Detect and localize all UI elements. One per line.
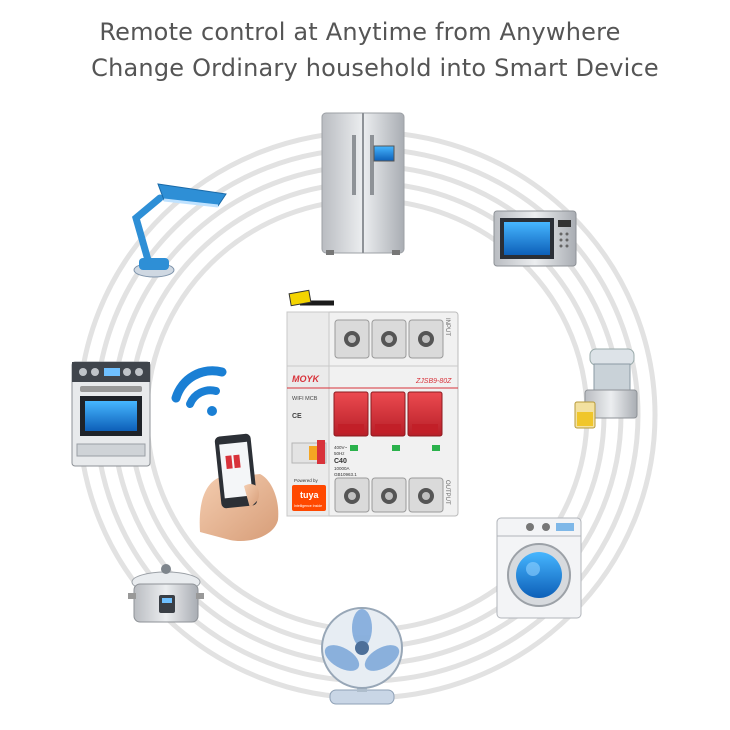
headline-line-2: Change Ordinary household into Smart Dev… (91, 54, 659, 82)
breaker-toggles (333, 391, 443, 437)
model-number: ZJSB9-80Z (415, 378, 452, 385)
standard-code: GB10963.1 (334, 472, 357, 477)
juicer-icon (574, 348, 638, 429)
oven-icon (71, 361, 151, 467)
rating-voltage: 400V~ (334, 445, 348, 450)
phone-in-hand-icon (199, 433, 279, 542)
fridge-icon (321, 112, 405, 255)
rice-cooker-icon (128, 564, 204, 623)
circuit-breaker: MOYK ZJSB9-80Z WIFI MCB CE 400V (286, 289, 459, 517)
wifi-icon (171, 366, 227, 416)
powered-by-text: Powered by (294, 478, 319, 483)
rating-breaking: 10000A (334, 466, 350, 471)
rating-frequency: 50Hz (334, 451, 345, 456)
tuya-badge (292, 485, 326, 511)
output-label: OUTPUT (444, 480, 450, 505)
rating-current: C40 (334, 458, 347, 465)
fan-icon (321, 607, 403, 705)
tuya-tagline: Intelligence Inside (294, 504, 322, 508)
input-label: INPUT (444, 318, 450, 336)
brand-logo: MOYK (292, 374, 321, 384)
microwave-icon (493, 210, 577, 267)
tuya-logo: tuya (300, 490, 320, 500)
washing-machine-icon (496, 517, 582, 619)
desk-lamp-icon (132, 183, 227, 278)
headline-line-1: Remote control at Anytime from Anywhere (99, 18, 621, 46)
ce-mark: CE (292, 413, 302, 420)
type-label: WIFI MCB (292, 396, 318, 402)
